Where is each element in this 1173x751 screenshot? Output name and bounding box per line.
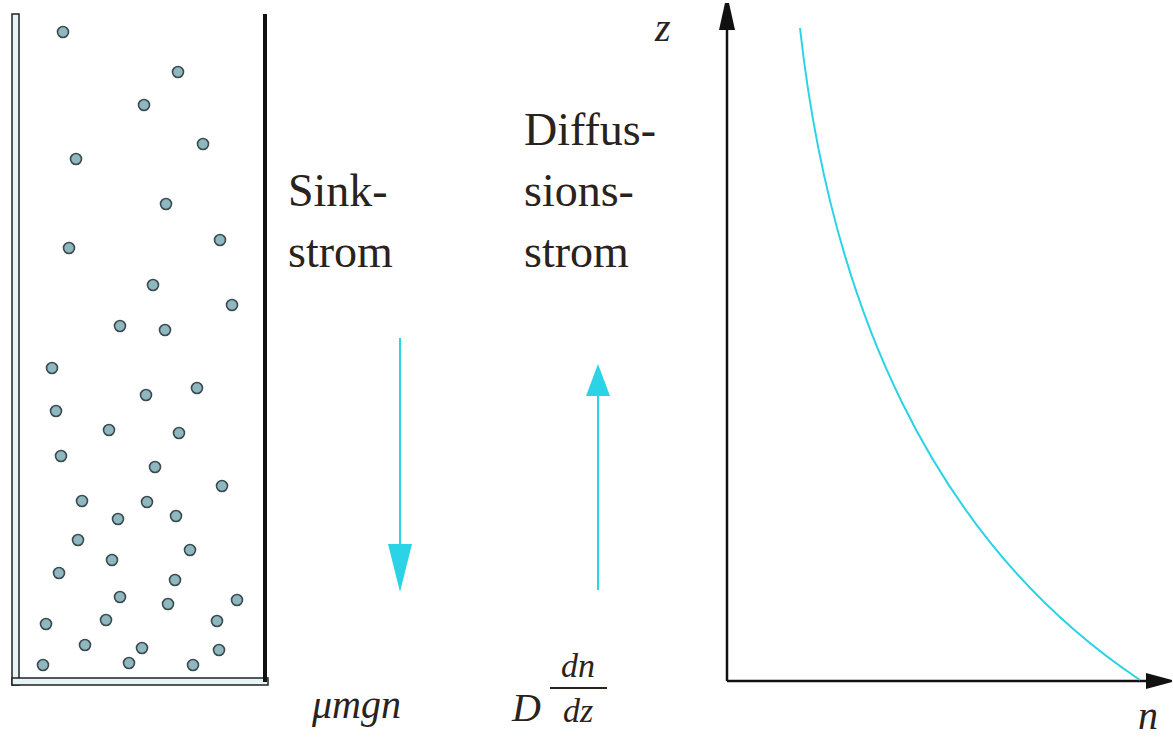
particle (148, 280, 159, 291)
particle (212, 616, 223, 627)
particle (163, 599, 174, 610)
particle (141, 390, 152, 401)
particle (170, 575, 181, 586)
particle (137, 643, 148, 654)
particle (173, 67, 184, 78)
particle (198, 139, 209, 150)
particle (107, 555, 118, 566)
particle (227, 300, 238, 311)
particle (101, 615, 112, 626)
particle (71, 154, 82, 165)
density-curve (800, 28, 1140, 680)
particle (41, 619, 52, 630)
beaker (12, 14, 268, 685)
particle (58, 27, 69, 38)
particle (38, 660, 49, 671)
particle (215, 235, 226, 246)
formula: dz (548, 692, 608, 730)
particle (174, 428, 185, 439)
formula: dn (548, 647, 608, 685)
particle (115, 321, 126, 332)
particle (54, 568, 65, 579)
particle (124, 658, 135, 669)
flow-label: Sink- strom (288, 160, 393, 282)
particle (171, 511, 182, 522)
particle (214, 645, 225, 656)
particle (113, 514, 124, 525)
particle (161, 199, 172, 210)
particle (64, 243, 75, 254)
particle (192, 383, 203, 394)
particle (104, 425, 115, 436)
particle (139, 100, 150, 111)
formula: μmgn (312, 683, 401, 727)
formula: D (512, 686, 541, 730)
particle (185, 545, 196, 556)
particle (56, 451, 67, 462)
particle (232, 595, 243, 606)
particle (160, 325, 171, 336)
particle (142, 497, 153, 508)
particle (73, 535, 84, 546)
diffusion-arrow (586, 364, 610, 590)
particle (80, 640, 91, 651)
particle (188, 660, 199, 671)
particle (150, 462, 161, 473)
particle (47, 363, 58, 374)
axis-label: n (1138, 694, 1158, 738)
particles (38, 27, 243, 671)
axes (719, 3, 1172, 689)
particle (115, 592, 126, 603)
particle (51, 406, 62, 417)
flow-label: Diffus- sions- strom (524, 99, 656, 282)
sink-arrow (388, 338, 412, 592)
particle (217, 481, 228, 492)
fraction-bar (550, 687, 607, 689)
particle (77, 496, 88, 507)
axis-label: z (655, 6, 671, 50)
